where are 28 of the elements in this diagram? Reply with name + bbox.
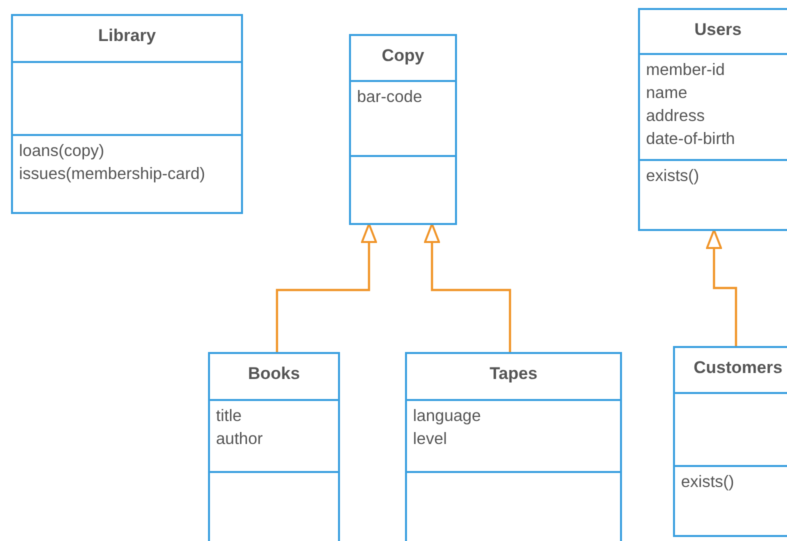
attribute-text: date-of-birth (646, 129, 736, 150)
method-text: exists() (646, 166, 700, 187)
inheritance-arrow (276, 223, 377, 352)
class-name: Library (97, 25, 157, 46)
method-text: loans(copy) (19, 141, 106, 162)
attribute-text: member-id (646, 60, 726, 81)
attribute-text: bar-code (357, 87, 424, 108)
attribute-text: language (413, 406, 482, 427)
method-text: issues(membership-card) (19, 164, 206, 185)
attribute-text: name (646, 83, 688, 104)
inheritance-arrow (424, 223, 512, 352)
class-box (11, 14, 243, 214)
inheritance-arrow (706, 229, 738, 346)
class-box (638, 8, 787, 231)
attribute-text: address (646, 106, 706, 127)
method-text: exists() (681, 472, 736, 493)
attribute-text: author (216, 429, 264, 450)
class-name: Tapes (488, 363, 538, 384)
class-box (349, 34, 457, 225)
attribute-text: title (216, 406, 243, 427)
class-box (208, 352, 340, 541)
attribute-text: level (413, 429, 448, 450)
class-name: Copy (380, 45, 426, 66)
class-box (405, 352, 622, 541)
class-name: Customers (692, 357, 784, 378)
class-name: Users (693, 19, 743, 40)
class-box (673, 346, 787, 537)
class-name: Books (247, 363, 301, 384)
